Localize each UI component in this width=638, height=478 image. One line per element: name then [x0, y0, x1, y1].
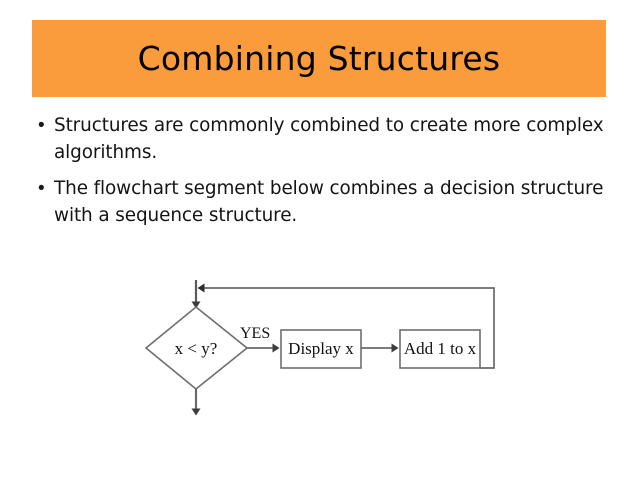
decision-node-x-less-than-y: x < y? [144, 305, 249, 391]
slide-title-bar: Combining Structures [32, 20, 606, 97]
bullet-text: The flowchart segment below combines a d… [54, 178, 604, 226]
list-item: • Structures are commonly combined to cr… [30, 112, 610, 166]
process-node-display-x: Display x [280, 329, 362, 369]
bullet-list: • Structures are commonly combined to cr… [30, 112, 610, 238]
flowchart-diagram: x < y? YES Display x Add 1 to x [0, 262, 638, 437]
flow-arrow-feedback-loop [197, 283, 495, 369]
bullet-text: Structures are commonly combined to crea… [54, 115, 604, 163]
list-item: • The flowchart segment below combines a… [30, 175, 610, 229]
process-node-add-1-to-x-label: Add 1 to x [404, 339, 477, 358]
page-title: Combining Structures [137, 39, 501, 78]
decision-node-label: x < y? [175, 339, 218, 358]
bullet-marker-icon: • [38, 115, 45, 136]
process-node-display-x-label: Display x [288, 339, 354, 358]
process-node-add-1-to-x: Add 1 to x [399, 329, 481, 369]
branch-label-yes: YES [240, 325, 270, 342]
bullet-marker-icon: • [38, 178, 45, 199]
